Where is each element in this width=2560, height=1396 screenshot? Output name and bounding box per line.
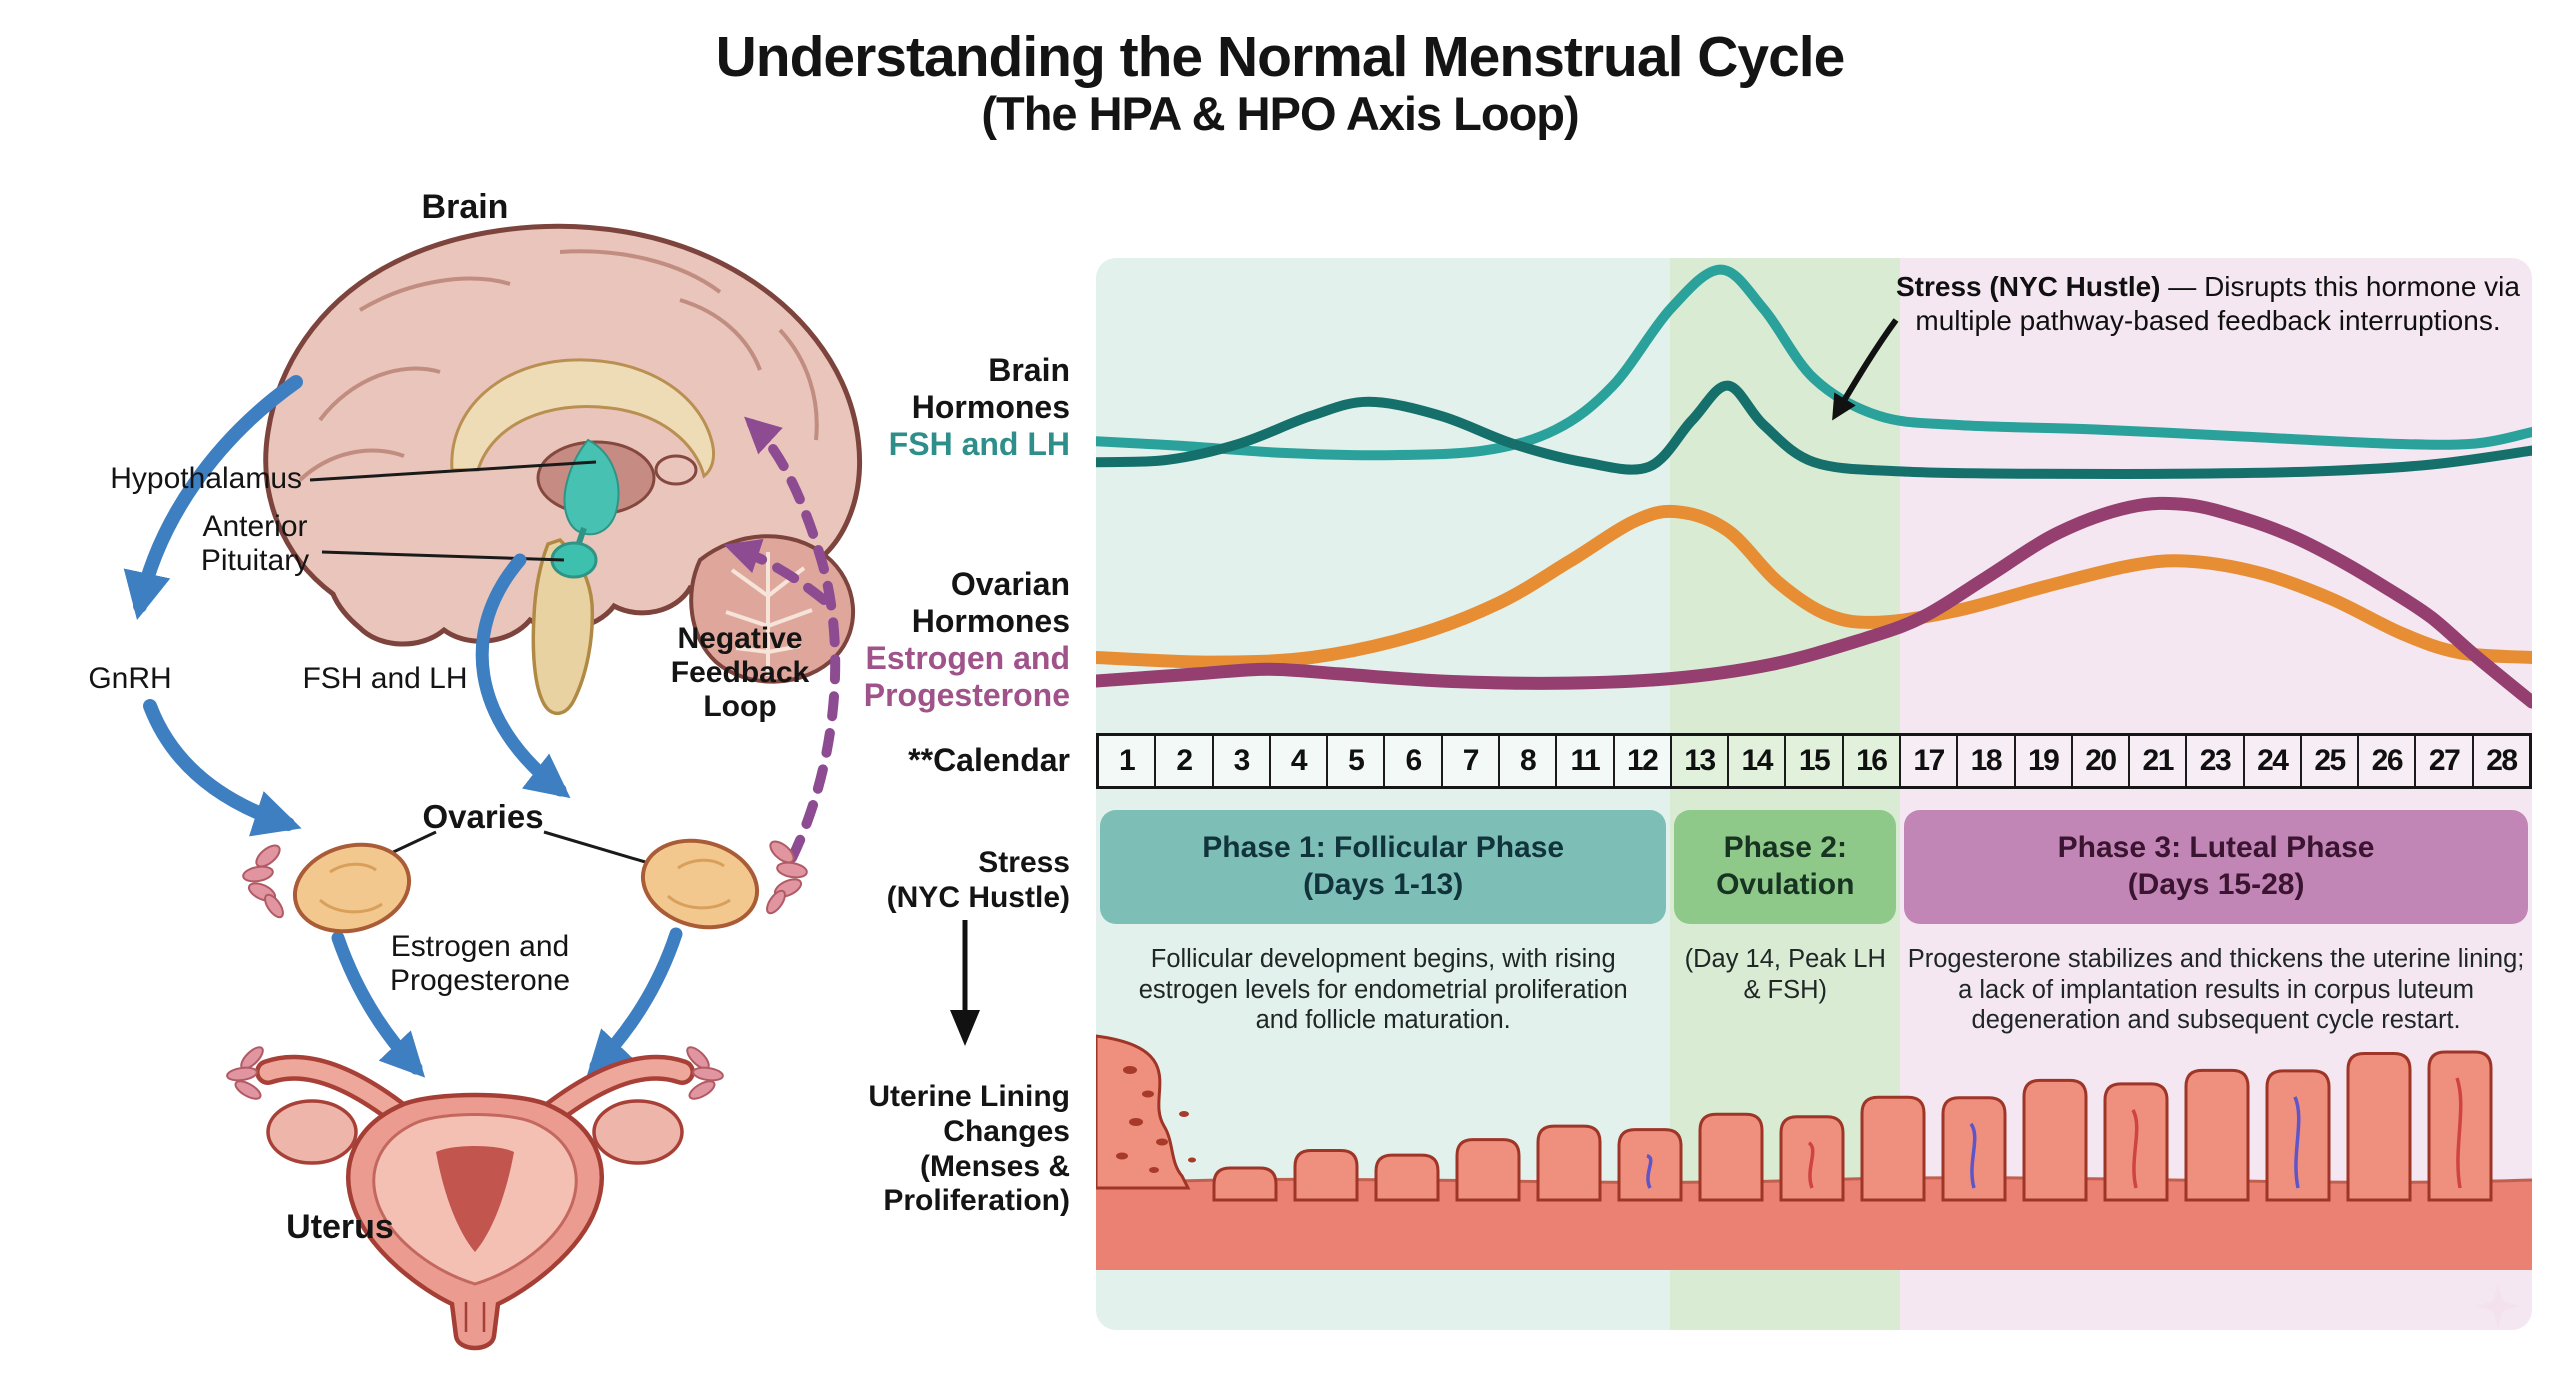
blood-vessel-line: [1807, 1141, 1815, 1189]
brain-illustration: [263, 223, 862, 715]
corpus-callosum: [450, 358, 716, 479]
hpo-axis-diagram: [123, 223, 862, 1351]
calendar-day-cell: 17: [1900, 736, 1959, 786]
calendar-day-cell: 26: [2359, 736, 2417, 786]
endometrium-column: [1293, 1149, 1359, 1202]
endometrium-columns: [1212, 1050, 2493, 1202]
calendar-day-cell: 1: [1099, 736, 1157, 786]
stress-annotation: Stress (NYC Hustle) — Disrupts this horm…: [1896, 271, 2520, 337]
uterus-ovary-right: [592, 1099, 684, 1165]
brain-label: Brain: [421, 188, 509, 226]
calendar-day-cell: 28: [2473, 736, 2530, 786]
blood-vessel-line: [2455, 1077, 2463, 1189]
phase-3-description: Progesterone stabilizes and thickens the…: [1907, 945, 2525, 1035]
uterine-lining-illustration: [1096, 1034, 2532, 1270]
stress-row-label: Stress (NYC Hustle): [886, 846, 1070, 914]
endometrium-column: [2346, 1051, 2412, 1202]
calendar-day-cell: 2: [1156, 736, 1214, 786]
calendar-day-cell: 25: [2301, 736, 2360, 786]
calendar-day-cell: 23: [2187, 736, 2245, 786]
blood-vessel-line: [2293, 1096, 2301, 1189]
calendar-day-cell: 19: [2015, 736, 2073, 786]
anterior-pituitary-label: Anterior Pituitary: [200, 510, 310, 578]
ovarian-hormones-row-label: Ovarian Hormones Estrogen and Progestero…: [863, 566, 1070, 714]
page-title: Understanding the Normal Menstrual Cycle: [715, 25, 1846, 89]
hypothalamus-label: Hypothalamus: [110, 462, 302, 495]
endometrium-column: [1455, 1138, 1521, 1202]
endometrium-column: [1536, 1124, 1602, 1202]
fsh-lh-label: FSH and LH: [302, 662, 468, 695]
estrogen-progesterone-label: Estrogen and Progesterone: [389, 930, 571, 998]
feedback-arrow-main: [744, 416, 841, 863]
blood-vessel-line: [1646, 1153, 1653, 1189]
feedback-arrow-branch: [723, 538, 829, 605]
uterus-illustration: [226, 1046, 724, 1351]
gnrh-arrow-upper: [123, 375, 303, 620]
estrogen-curve: [1096, 504, 2532, 669]
uterine-lining-row-label: Uterine Lining Changes (Menses & Prolife…: [868, 1080, 1070, 1218]
blood-vessel-line: [1969, 1122, 1977, 1189]
endometrium-column: [1860, 1095, 1926, 1202]
pineal-area: [654, 454, 698, 486]
phase-1-header: Phase 1: Follicular Phase (Days 1-13): [1100, 810, 1667, 924]
lh-curve: [1096, 380, 2532, 480]
endometrium-column: [1698, 1112, 1764, 1202]
hormone-curves-chart: [1096, 264, 2532, 709]
fsh-curve: [1096, 264, 2532, 461]
page-subtitle: (The HPA & HPO Axis Loop): [981, 87, 1579, 140]
ovary-right-illustration: [640, 838, 808, 930]
phase-2-header: Phase 2: Ovulation: [1674, 810, 1897, 924]
stress-annotation-arrow: [1832, 318, 1899, 421]
brain-hormones-row-label: Brain Hormones FSH and LH: [560, 352, 1070, 463]
calendar-day-cell: 6: [1385, 736, 1443, 786]
gnrh-label: GnRH: [88, 662, 172, 695]
calendar-day-cell: 18: [1958, 736, 2016, 786]
endometrium-column: [1374, 1153, 1440, 1202]
progesterone-curve: [1096, 496, 2532, 709]
gnrh-arrow-lower: [143, 699, 302, 837]
phase-1-description: Follicular development begins, with risi…: [1138, 945, 1628, 1035]
calendar-day-cell: 24: [2244, 736, 2302, 786]
uterus-label: Uterus: [286, 1208, 394, 1246]
calendar-day-cell: 3: [1213, 736, 1271, 786]
calendar-day-cell: 13: [1671, 736, 1730, 786]
negative-feedback-arrows: [723, 416, 841, 863]
calendar-day-cell: 15: [1786, 736, 1844, 786]
uterus-ovary-left: [266, 1099, 358, 1165]
estrogen-arrow-left: [331, 931, 426, 1078]
endometrium-column: [1212, 1166, 1278, 1202]
estrogen-arrow-right: [586, 927, 683, 1076]
watermark-sparkle-icon: [2476, 1284, 2520, 1328]
calendar-day-cell: 16: [1843, 736, 1901, 786]
fsh-lh-arrow: [475, 553, 571, 799]
menses-shedding: [1096, 1034, 1196, 1190]
calendar-day-cell: 14: [1729, 736, 1787, 786]
negative-feedback-label: Negative Feedback Loop: [670, 622, 810, 724]
stress-down-arrow: [950, 920, 980, 1046]
phase-2-description: (Day 14, Peak LH & FSH): [1684, 945, 1886, 1004]
calendar-day-cell: 11: [1557, 736, 1615, 786]
calendar-row-label: **Calendar: [908, 742, 1070, 778]
blood-vessel-line: [2131, 1109, 2139, 1189]
brainstem: [531, 537, 595, 715]
calendar-day-cell: 8: [1499, 736, 1558, 786]
phase-3-header: Phase 3: Luteal Phase (Days 15-28): [1904, 810, 2528, 924]
calendar-day-cell: 7: [1442, 736, 1500, 786]
ovaries-label: Ovaries: [422, 798, 544, 835]
calendar-day-cell: 12: [1614, 736, 1672, 786]
calendar-day-cell: 27: [2416, 736, 2474, 786]
fsh-lh-row-sublabel: FSH and LH: [888, 426, 1070, 463]
endometrium-column: [2022, 1078, 2088, 1202]
fimbriae: [226, 1046, 724, 1100]
hormone-flow-arrows: [123, 375, 683, 1078]
calendar-day-cell: 5: [1328, 736, 1386, 786]
calendar-day-cell: 21: [2130, 736, 2188, 786]
ovary-left-illustration: [242, 842, 412, 934]
cycle-chart-panel: Stress (NYC Hustle) — Disrupts this horm…: [1096, 258, 2532, 1330]
calendar-day-cell: 4: [1270, 736, 1329, 786]
brain-gyri-lines: [298, 249, 819, 482]
calendar-day-cell: 20: [2072, 736, 2131, 786]
endometrium-column: [2184, 1068, 2250, 1202]
